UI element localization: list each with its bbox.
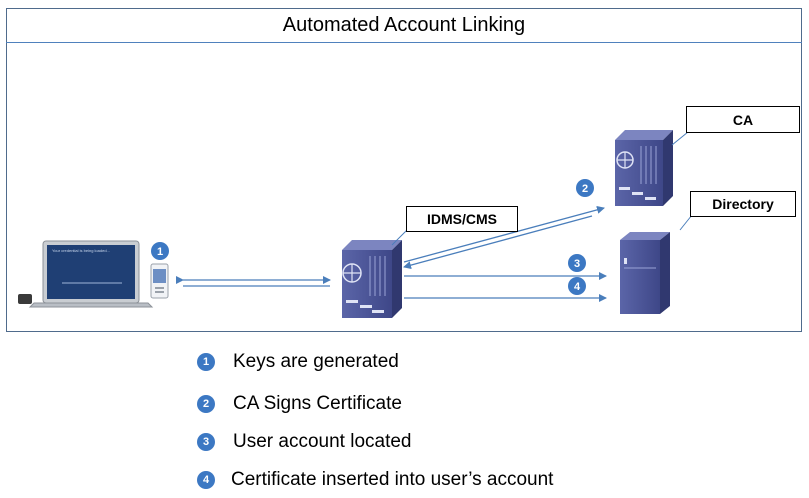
legend-badge-4: 4: [197, 471, 215, 489]
directory-label: Directory: [712, 196, 774, 212]
legend-text-4: Certificate inserted into user’s account: [231, 469, 554, 490]
step-badge-1: 1: [151, 242, 169, 260]
diagram-title: Automated Account Linking: [282, 14, 526, 36]
arrow-idms-ca: [403, 205, 605, 263]
idms-label-box: IDMS/CMS: [406, 206, 518, 232]
ca-server-icon: [615, 130, 673, 206]
ca-label-connector: [671, 131, 689, 146]
step-badge-4: 4: [568, 277, 586, 295]
laptop-icon: [18, 240, 154, 308]
idms-server-icon: [342, 240, 402, 318]
step-badge-3: 3: [568, 254, 586, 272]
directory-label-connector: [679, 214, 693, 231]
legend-text-1: Keys are generated: [233, 351, 399, 372]
laptop-screen-text: Your credential is being loaded...: [52, 248, 110, 253]
directory-label-box: Directory: [690, 191, 796, 217]
title-divider: [6, 42, 802, 43]
legend-badge-1: 1: [197, 353, 215, 371]
legend-item-1: 1 Keys are generated: [197, 350, 399, 374]
legend-item-3: 3 User account located: [197, 430, 412, 454]
legend-item-2: 2 CA Signs Certificate: [197, 392, 402, 416]
ca-label-box: CA: [686, 106, 800, 133]
svg-text:1: 1: [157, 246, 163, 258]
directory-server-icon: [620, 232, 670, 314]
step-badge-2: 2: [576, 179, 594, 197]
phone-icon: [150, 263, 169, 299]
arrow-ca-idms: [403, 215, 593, 270]
legend-text-2: CA Signs Certificate: [233, 393, 402, 414]
idms-label: IDMS/CMS: [427, 211, 497, 227]
svg-text:4: 4: [574, 281, 581, 293]
legend-badge-3: 3: [197, 433, 215, 451]
svg-text:3: 3: [574, 258, 580, 270]
idms-label-connector: [391, 229, 408, 246]
legend-item-4: 4 Certificate inserted into user’s accou…: [197, 468, 553, 492]
legend-text-3: User account located: [233, 431, 412, 452]
svg-text:2: 2: [582, 183, 588, 195]
ca-label: CA: [732, 111, 754, 128]
legend-badge-2: 2: [197, 395, 215, 413]
